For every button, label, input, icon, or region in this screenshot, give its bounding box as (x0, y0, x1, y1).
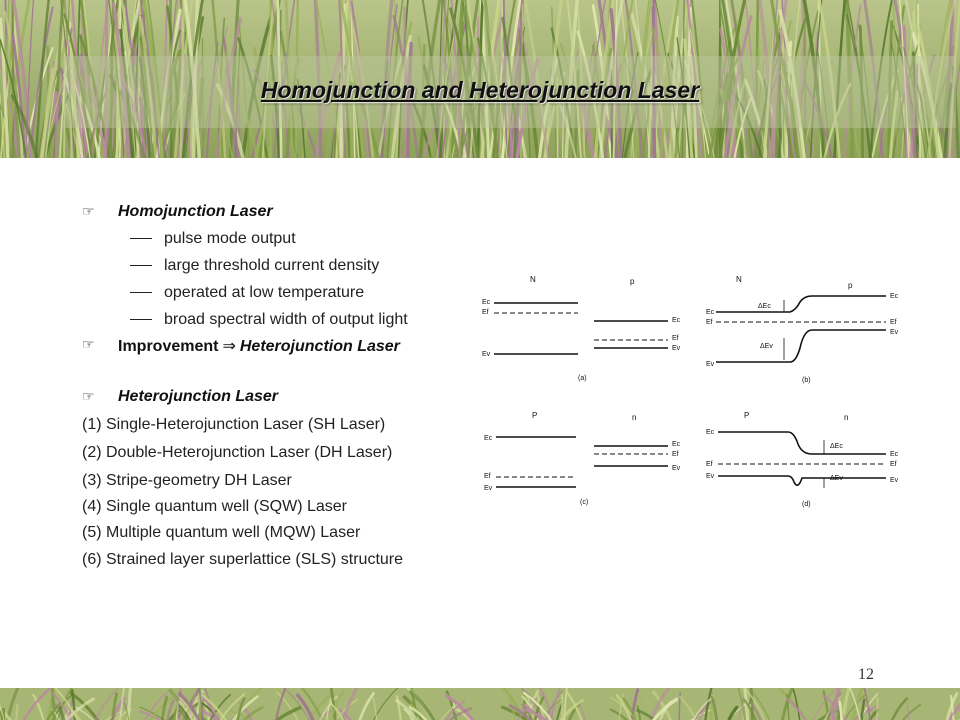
level-label: Ef (482, 309, 489, 316)
level-label: Ev (484, 485, 493, 492)
grass-background (0, 0, 960, 158)
list-item: operated at low temperature (130, 284, 364, 302)
list-item: large threshold current density (130, 257, 379, 275)
level-label: Ev (482, 351, 491, 358)
band-line (718, 475, 886, 486)
band-line (716, 295, 886, 313)
pointing-hand-icon: ☞ (82, 336, 95, 352)
section1-heading: Homojunction Laser (118, 203, 273, 220)
list-item: pulse mode output (130, 230, 296, 248)
list-item: (1) Single-Heterojunction Laser (SH Lase… (82, 416, 386, 433)
panel-a: N p Ec Ef Ev Ec Ef Ev (a) (482, 275, 681, 382)
dash-icon (130, 265, 152, 267)
level-label: Ef (672, 335, 679, 342)
panel-c: P n Ec Ef Ev Ec Ef Ev (c) (484, 411, 681, 506)
page-number: 12 (858, 666, 874, 683)
level-label: Ev (672, 345, 681, 352)
region-label: N (530, 275, 536, 284)
improvement-line: Improvement⇒Heterojunction Laser (118, 338, 400, 355)
level-label: Ef (890, 461, 897, 468)
band-line (718, 431, 886, 455)
region-label: P (532, 411, 537, 420)
panel-d: P n Ec Ef Ev ΔEc ΔEv Ec Ef Ev (d) (706, 411, 899, 508)
title-backdrop (64, 56, 956, 128)
list-item: (4) Single quantum well (SQW) Laser (82, 498, 347, 515)
level-label: Ef (484, 473, 491, 480)
level-label: Ec (706, 429, 715, 436)
region-label: n (844, 413, 848, 422)
header-banner (0, 0, 960, 158)
section2-heading: Heterojunction Laser (118, 388, 279, 405)
slide-title: Homojunction and Heterojunction Laser (260, 77, 700, 103)
region-label: p (848, 281, 853, 290)
level-label: Ef (706, 319, 713, 326)
region-label: n (632, 413, 636, 422)
level-label: Ev (706, 361, 715, 368)
level-label: Ec (672, 317, 681, 324)
panel-b: N p Ec Ef Ev ΔEc ΔEv Ec Ef Ev (b) (706, 275, 899, 384)
offset-label: ΔEv (760, 343, 773, 350)
offset-label: ΔEc (830, 443, 843, 450)
level-label: Ev (672, 465, 681, 472)
dash-icon (130, 319, 152, 321)
level-label: Ef (706, 461, 713, 468)
band-line (716, 329, 886, 363)
pointing-hand-icon: ☞ (82, 388, 95, 404)
list-item: (3) Stripe-geometry DH Laser (82, 472, 292, 489)
dash-icon (130, 292, 152, 294)
implies-arrow-icon: ⇒ (222, 338, 236, 355)
list-item: (6) Strained layer superlattice (SLS) st… (82, 551, 404, 568)
grass-footer (0, 688, 960, 720)
level-label: Ec (484, 435, 493, 442)
level-label: Ec (706, 309, 715, 316)
level-label: Ec (482, 299, 491, 306)
level-label: Ec (890, 451, 899, 458)
region-label: P (744, 411, 749, 420)
offset-label: ΔEc (758, 303, 771, 310)
panel-caption: (c) (580, 499, 588, 506)
list-item: broad spectral width of output light (130, 311, 408, 329)
band-diagram: N p Ec Ef Ev Ec Ef Ev (a) N p Ec Ef Ev Δ… (482, 275, 899, 508)
panel-caption: (b) (802, 377, 811, 384)
level-label: Ev (890, 329, 899, 336)
list-item: (2) Double-Heterojunction Laser (DH Lase… (82, 444, 393, 461)
footer-banner (0, 688, 960, 720)
pointing-hand-icon: ☞ (82, 203, 95, 219)
level-label: Ec (890, 293, 899, 300)
level-label: Ec (672, 441, 681, 448)
level-label: Ef (890, 319, 897, 326)
offset-label: ΔEv (830, 475, 843, 482)
panel-caption: (d) (802, 501, 811, 508)
region-label: p (630, 277, 635, 286)
dash-icon (130, 238, 152, 240)
level-label: Ev (890, 477, 899, 484)
panel-caption: (a) (578, 375, 587, 382)
region-label: N (736, 275, 742, 284)
level-label: Ev (706, 473, 715, 480)
list-item: (5) Multiple quantum well (MQW) Laser (82, 524, 361, 541)
level-label: Ef (672, 451, 679, 458)
